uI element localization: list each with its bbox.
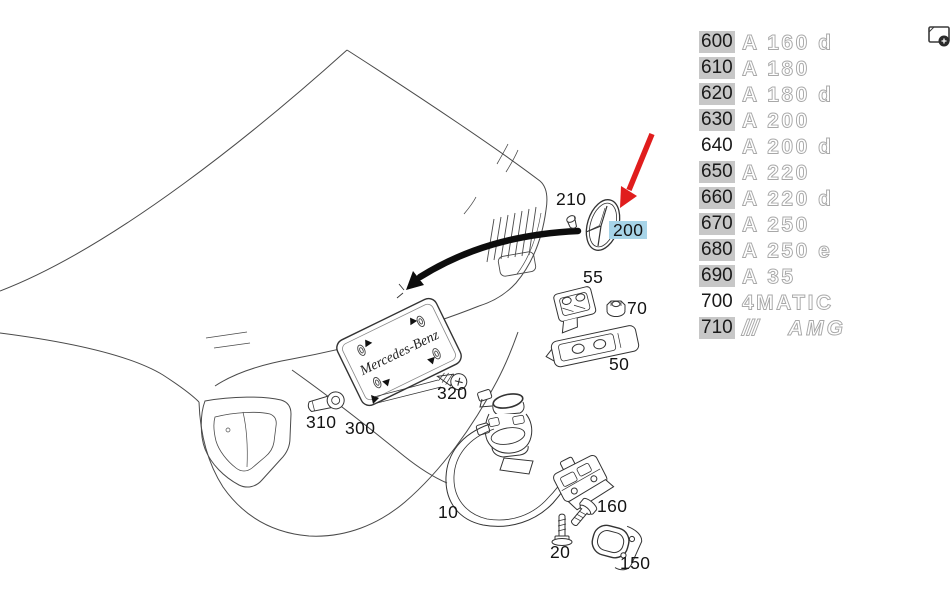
part-number[interactable]: 600 — [699, 31, 735, 53]
tail-lamp-recess-drawing — [200, 396, 292, 488]
image-preview-icon[interactable] — [928, 26, 950, 47]
license-plate-drawing: Mercedes-Benz — [336, 297, 462, 407]
part-number[interactable]: 680 — [699, 239, 735, 261]
part-number[interactable]: 710 — [699, 317, 735, 339]
plate-screw-drawing — [371, 372, 468, 404]
svg-text:4MATIC: 4MATIC — [742, 291, 834, 314]
parts-list-row[interactable]: 650 A 220 — [699, 159, 940, 185]
nut-drawing — [606, 300, 626, 317]
red-pointer-arrow — [620, 132, 655, 208]
plate-rivet-drawing — [307, 391, 345, 413]
badge-a35: A 35 — [741, 265, 796, 289]
part-label-200-selected[interactable]: 200 — [609, 221, 648, 239]
part-label-160[interactable]: 160 — [597, 496, 628, 516]
part-number[interactable]: 690 — [699, 265, 735, 287]
badge-a160d: A 160 d — [741, 31, 833, 55]
badge-a200: A 200 — [741, 109, 810, 133]
parts-list-row[interactable]: 660 A 220 d — [699, 185, 940, 211]
latch-screw-drawing — [551, 513, 573, 546]
parts-list-row[interactable]: 600 A 160 d — [699, 29, 940, 55]
parts-list-row[interactable]: 640 A 200 d — [699, 133, 940, 159]
release-cable-drawing — [445, 423, 571, 527]
bulb-holder-drawing — [553, 286, 597, 334]
part-label-300[interactable]: 300 — [345, 418, 376, 438]
badge-a180: A 180 — [741, 57, 810, 81]
svg-text:A 35: A 35 — [742, 265, 796, 288]
part-label-70[interactable]: 70 — [627, 298, 648, 318]
svg-text:A 200: A 200 — [742, 109, 810, 132]
parts-list-row[interactable]: 610 A 180 — [699, 55, 940, 81]
part-label-10[interactable]: 10 — [438, 502, 459, 522]
badge-amg: /// AMG — [740, 315, 846, 340]
part-label-55[interactable]: 55 — [583, 267, 604, 287]
striker-loop-drawing — [591, 524, 643, 571]
badge-variants-list: 600 A 160 d 610 A 180 620 A 180 d 630 A … — [699, 29, 940, 341]
svg-text:A 160 d: A 160 d — [742, 31, 833, 54]
parts-list-row[interactable]: 680 A 250 e — [699, 237, 940, 263]
part-label-320[interactable]: 320 — [437, 383, 468, 403]
part-number[interactable]: 660 — [699, 187, 735, 209]
svg-text:A 180: A 180 — [742, 57, 810, 80]
part-number[interactable]: 630 — [699, 109, 735, 131]
rear-vent-louvers-drawing — [486, 206, 537, 277]
parts-list-row[interactable]: 700 4MATIC — [699, 289, 940, 315]
amg-slashes-icon: /// — [741, 315, 761, 340]
badge-a200d: A 200 d — [741, 135, 833, 159]
parts-list-row[interactable]: 670 A 250 — [699, 211, 940, 237]
part-number[interactable]: 640 — [701, 135, 733, 156]
svg-text:A 180 d: A 180 d — [742, 83, 833, 106]
part-label-50[interactable]: 50 — [609, 354, 630, 374]
badge-a250e: A 250 e — [741, 239, 832, 263]
badge-4matic: 4MATIC — [741, 291, 834, 315]
trunk-latch-drawing — [553, 454, 615, 511]
badge-a250: A 250 — [741, 213, 810, 237]
svg-text:A 250: A 250 — [742, 213, 810, 236]
lock-cylinder-drawing — [475, 389, 534, 475]
part-number[interactable]: 700 — [701, 291, 733, 312]
placement-arrow — [396, 227, 582, 299]
part-number[interactable]: 670 — [699, 213, 735, 235]
part-label-20[interactable]: 20 — [550, 542, 571, 562]
svg-text:A 250 e: A 250 e — [742, 239, 832, 262]
lamp-housing-drawing — [545, 325, 640, 368]
parts-list-row[interactable]: 620 A 180 d — [699, 81, 940, 107]
svg-text:A 200 d: A 200 d — [742, 135, 833, 158]
part-label-310[interactable]: 310 — [306, 412, 337, 432]
part-number[interactable]: 620 — [699, 83, 735, 105]
striker-bolt-drawing — [570, 497, 598, 526]
part-label-210[interactable]: 210 — [556, 189, 587, 209]
part-label-150[interactable]: 150 — [620, 553, 651, 573]
trunk-lid-drawing — [0, 49, 548, 537]
badge-a220: A 220 — [741, 161, 810, 185]
parts-list-row[interactable]: 710 /// AMG — [699, 315, 940, 341]
part-number[interactable]: 610 — [699, 57, 735, 79]
svg-text:A 220 d: A 220 d — [742, 187, 833, 210]
parts-list-row[interactable]: 690 A 35 — [699, 263, 940, 289]
svg-text:A 220: A 220 — [742, 161, 810, 184]
badge-a180d: A 180 d — [741, 83, 833, 107]
parts-list-row[interactable]: 630 A 200 — [699, 107, 940, 133]
svg-text:AMG: AMG — [787, 317, 846, 340]
emblem-grommet-drawing — [566, 215, 578, 229]
part-number[interactable]: 650 — [699, 161, 735, 183]
badge-a220d: A 220 d — [741, 187, 833, 211]
